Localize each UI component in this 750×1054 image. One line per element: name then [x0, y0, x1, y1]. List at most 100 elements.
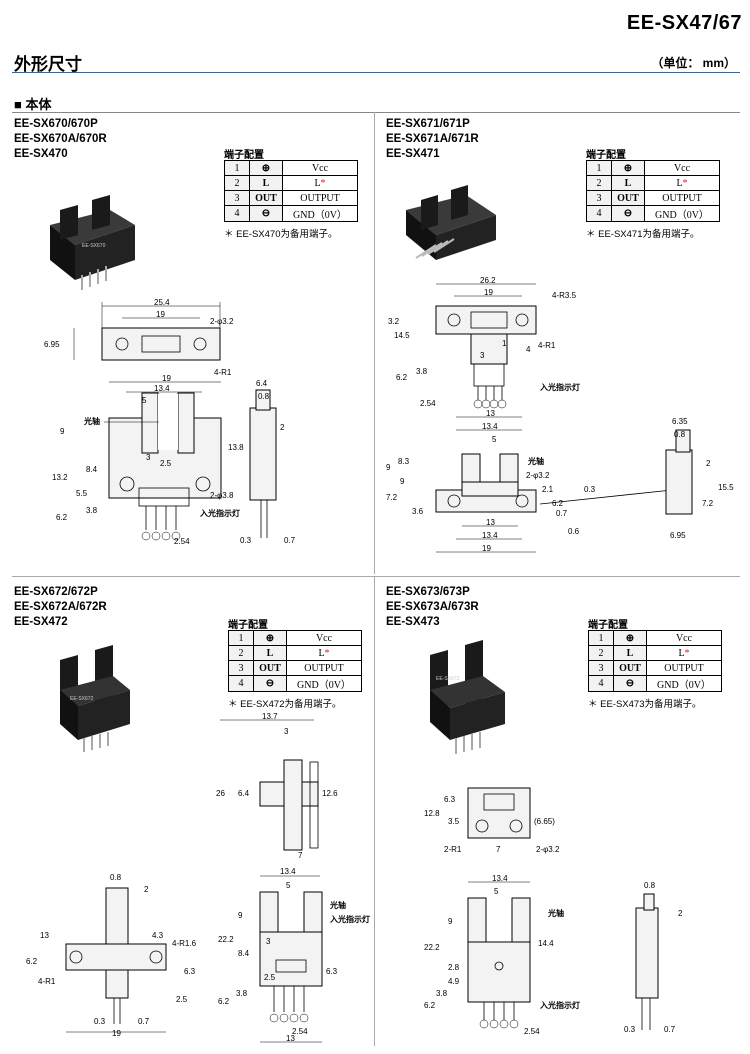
svg-text:3.8: 3.8 — [416, 367, 428, 376]
model-name: EE-SX672A/672R — [14, 601, 107, 613]
svg-text:4-R1: 4-R1 — [38, 977, 56, 986]
model-list: EE-SX671/671P EE-SX671A/671R EE-SX471 — [386, 117, 479, 162]
column-divider-bottom — [374, 576, 375, 1046]
model-name: EE-SX470 — [14, 148, 68, 160]
svg-text:6.2: 6.2 — [56, 513, 68, 522]
svg-text:0.8: 0.8 — [258, 392, 270, 401]
svg-text:8.4: 8.4 — [86, 465, 98, 474]
svg-text:0.8: 0.8 — [674, 430, 686, 439]
pin-note: ＊ EE-SX473为备用端子。 — [588, 699, 702, 710]
svg-text:4-R1.6: 4-R1.6 — [172, 939, 197, 948]
svg-text:2.5: 2.5 — [160, 459, 172, 468]
svg-text:22.2: 22.2 — [424, 943, 440, 952]
model-name: EE-SX473 — [386, 616, 440, 628]
pin-note: ＊ EE-SX470为备用端子。 — [224, 229, 338, 240]
svg-text:0.3: 0.3 — [624, 1025, 636, 1034]
svg-text:13: 13 — [40, 931, 49, 940]
svg-text:2.54: 2.54 — [292, 1027, 308, 1036]
svg-text:4.3: 4.3 — [152, 931, 164, 940]
dimension-drawing: 6.3 12.8 3.5 (6.65) 2-R1 7 2-φ3.2 13.4 5… — [424, 787, 683, 1036]
table-row: 1⊕Vcc — [586, 160, 720, 176]
svg-text:0.7: 0.7 — [556, 509, 568, 518]
svg-text:0.7: 0.7 — [138, 1017, 150, 1026]
svg-text:13.4: 13.4 — [280, 867, 296, 876]
svg-text:8.4: 8.4 — [238, 949, 250, 958]
model-name: EE-SX671/671P — [386, 118, 470, 130]
svg-text:入光指示灯: 入光指示灯 — [539, 1000, 580, 1010]
pin-note: ＊ EE-SX471为备用端子。 — [586, 229, 700, 240]
svg-text:7: 7 — [298, 851, 303, 860]
pin-config-caption: 端子配置 — [224, 150, 264, 161]
svg-text:7.2: 7.2 — [386, 493, 398, 502]
svg-text:光轴: 光轴 — [83, 416, 100, 426]
svg-text:13: 13 — [286, 1034, 295, 1043]
svg-text:EE-SX672: EE-SX672 — [70, 696, 94, 702]
svg-text:0.8: 0.8 — [110, 873, 122, 882]
page-product-title: EE-SX47/67 — [626, 12, 742, 34]
unit-label: （单位： mm） — [651, 56, 736, 70]
svg-text:(6.65): (6.65) — [534, 817, 555, 826]
svg-text:光轴: 光轴 — [547, 908, 564, 918]
svg-text:1: 1 — [502, 339, 507, 348]
table-row: 4⊖GND（0V） — [588, 675, 722, 692]
svg-text:3.8: 3.8 — [236, 989, 248, 998]
model-name: EE-SX672/672P — [14, 586, 98, 598]
svg-text:8.3: 8.3 — [398, 457, 410, 466]
svg-text:2-φ3.2: 2-φ3.2 — [210, 317, 234, 326]
model-name: EE-SX671A/671R — [386, 133, 479, 145]
svg-text:EE-SX673: EE-SX673 — [436, 676, 460, 682]
svg-text:7: 7 — [496, 845, 501, 854]
dimension-drawing: 25.4 19 2-φ3.2 6.95 4-R1 19 13.4 5 光轴 9 … — [44, 298, 296, 546]
svg-text:2-φ3.2: 2-φ3.2 — [526, 471, 550, 480]
table-row: 4⊖GND（0V） — [224, 205, 358, 222]
svg-text:6.2: 6.2 — [424, 1001, 436, 1010]
svg-text:0.3: 0.3 — [584, 485, 596, 494]
svg-text:2-φ3.2: 2-φ3.2 — [536, 845, 560, 854]
svg-text:22.2: 22.2 — [218, 935, 234, 944]
table-row: 1⊕Vcc — [588, 630, 722, 646]
subsection-title: ■ 本体 — [14, 97, 52, 112]
svg-text:13.4: 13.4 — [492, 874, 508, 883]
svg-text:0.3: 0.3 — [240, 536, 252, 545]
svg-text:2: 2 — [280, 423, 285, 432]
svg-text:6.35: 6.35 — [672, 417, 688, 426]
svg-text:9: 9 — [238, 911, 243, 920]
svg-text:13.2: 13.2 — [52, 473, 68, 482]
svg-text:19: 19 — [156, 310, 165, 319]
svg-text:3: 3 — [480, 351, 485, 360]
svg-text:2.54: 2.54 — [420, 399, 436, 408]
svg-text:6.95: 6.95 — [44, 340, 60, 349]
model-list: EE-SX670/670P EE-SX670A/670R EE-SX470 — [14, 117, 107, 162]
model-name: EE-SX670/670P — [14, 118, 98, 130]
pin-config-caption: 端子配置 — [228, 620, 268, 631]
product-photo: EE-SX672 — [60, 645, 130, 752]
svg-text:7.2: 7.2 — [702, 499, 714, 508]
model-name: EE-SX471 — [386, 148, 440, 160]
svg-text:2.5: 2.5 — [176, 995, 188, 1004]
svg-text:19: 19 — [162, 374, 171, 383]
svg-text:3: 3 — [146, 453, 151, 462]
pin-note: ＊ EE-SX472为备用端子。 — [228, 699, 342, 710]
table-row: 1⊕Vcc — [228, 630, 362, 646]
dimension-drawing: 26.2 19 4-R3.5 3.2 14.5 4 4-R1 3 1 6.2 3… — [386, 276, 734, 553]
svg-text:4.9: 4.9 — [448, 977, 460, 986]
svg-text:3.6: 3.6 — [412, 507, 424, 516]
svg-text:14.5: 14.5 — [394, 331, 410, 340]
svg-text:13.8: 13.8 — [228, 443, 244, 452]
svg-text:入光指示灯: 入光指示灯 — [539, 382, 580, 392]
svg-text:2.54: 2.54 — [524, 1027, 540, 1036]
svg-text:6.2: 6.2 — [218, 997, 230, 1006]
dimension-drawing: 13.7 3 26 6.4 12.6 7 0.8 2 13 4.3 4-R1.6… — [26, 712, 370, 1043]
svg-text:6.3: 6.3 — [184, 967, 196, 976]
table-row: 4⊖GND（0V） — [228, 675, 362, 692]
svg-text:2.8: 2.8 — [448, 963, 460, 972]
model-name: EE-SX673A/673R — [386, 601, 479, 613]
column-divider-top — [374, 112, 375, 574]
